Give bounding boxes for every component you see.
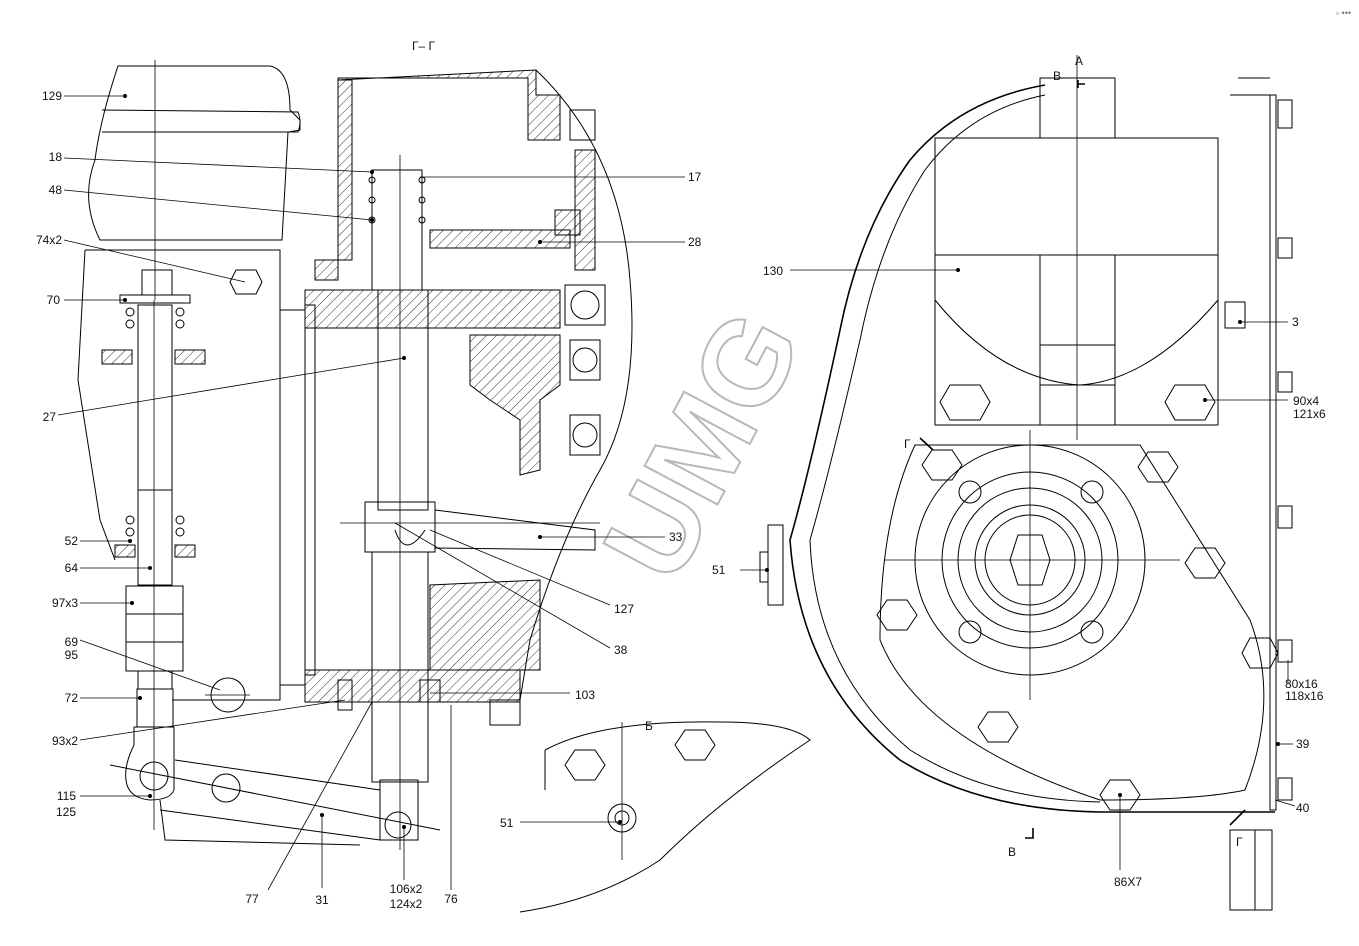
- right-view: [759, 55, 1293, 911]
- callout: 64: [65, 561, 79, 575]
- callout: 118x16: [1285, 689, 1324, 703]
- callout: 18: [49, 150, 63, 164]
- callout: 130: [763, 264, 783, 278]
- callout: 129: [42, 89, 62, 103]
- callout: 3: [1292, 315, 1299, 329]
- left-view: [77, 60, 441, 846]
- view-mark-g-left: Г: [904, 437, 911, 451]
- callout: 95: [65, 648, 79, 662]
- section-title: Г– Г: [412, 39, 436, 53]
- callout: 31: [315, 893, 329, 907]
- toolbar: ▫ •••: [1336, 8, 1351, 18]
- callout: 93x2: [52, 734, 78, 748]
- callout: 76: [444, 892, 458, 906]
- callout: 51: [712, 563, 726, 577]
- callout: 103: [575, 688, 595, 702]
- callout: 80x16: [1285, 677, 1318, 691]
- callout: 72: [65, 691, 79, 705]
- callout: 17: [688, 170, 702, 184]
- callout: 86X7: [1114, 875, 1142, 889]
- callout: 27: [43, 410, 57, 424]
- callout: 52: [65, 534, 79, 548]
- expand-icon[interactable]: ▫: [1335, 8, 1340, 18]
- callout: 40: [1296, 801, 1310, 815]
- callout: 51: [500, 816, 514, 830]
- callout: 125: [56, 805, 76, 819]
- callouts: 129 18 48 74x2 70 27 52 64 97x3 69 95 72…: [36, 89, 1326, 911]
- more-menu[interactable]: •••: [1341, 8, 1351, 18]
- callout: 124x2: [390, 897, 423, 911]
- view-mark-g-right: Г: [1236, 835, 1243, 849]
- callout: 106x2: [390, 882, 423, 896]
- view-mark-a: A: [1075, 54, 1083, 68]
- section-view: [279, 69, 633, 850]
- callout: 38: [614, 643, 628, 657]
- watermark: UMG: [578, 290, 828, 600]
- callout: 33: [669, 530, 683, 544]
- callout: 127: [614, 602, 634, 616]
- callout: 39: [1296, 737, 1310, 751]
- callout: 70: [47, 293, 61, 307]
- callout: 97x3: [52, 596, 78, 610]
- callout: 115: [57, 789, 76, 803]
- callout: 77: [245, 892, 259, 906]
- callout: 121x6: [1293, 407, 1326, 421]
- callout: 90x4: [1293, 394, 1319, 408]
- callout: 48: [49, 183, 63, 197]
- view-mark-b-top: В: [1053, 69, 1061, 83]
- view-mark-b-bottom: В: [1008, 845, 1016, 859]
- callout: 28: [688, 235, 702, 249]
- callout: 69: [65, 635, 79, 649]
- detail-b: [519, 721, 811, 913]
- leader-lines: [57, 94, 1296, 891]
- callout: 74x2: [36, 233, 62, 247]
- detail-label: Б: [645, 719, 653, 733]
